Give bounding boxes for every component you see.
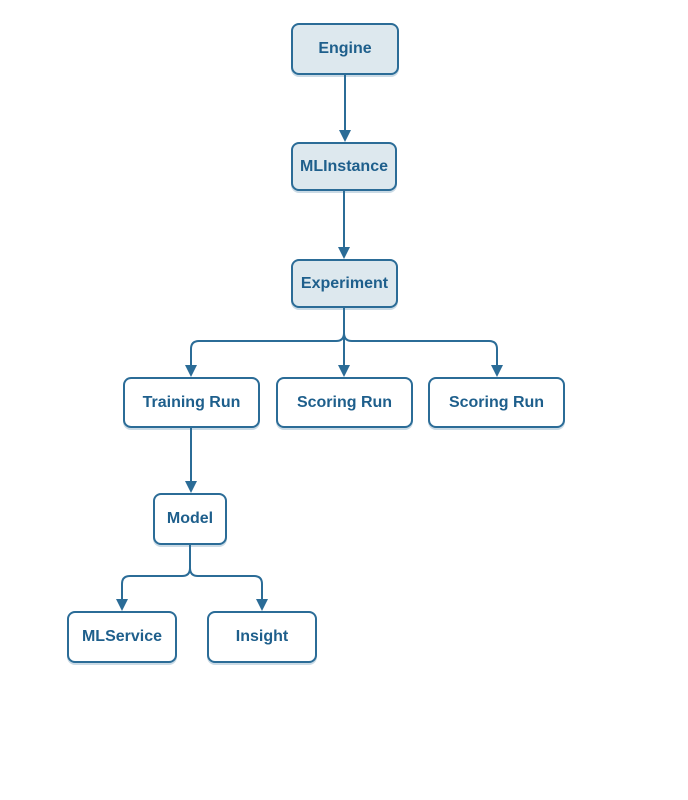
node-experiment: Experiment bbox=[291, 259, 398, 308]
node-mlinstance: MLInstance bbox=[291, 142, 397, 191]
node-insight: Insight bbox=[207, 611, 317, 663]
edge-experiment-scoring-run-right bbox=[343, 308, 503, 377]
node-scoring-run-right: Scoring Run bbox=[428, 377, 565, 428]
node-model-label: Model bbox=[166, 510, 214, 527]
node-scoring-run-middle: Scoring Run bbox=[276, 377, 413, 428]
node-engine: Engine bbox=[291, 23, 399, 75]
edge-model-mlservice bbox=[116, 545, 191, 611]
edge-experiment-training-run bbox=[185, 308, 345, 377]
node-insight-label: Insight bbox=[235, 628, 289, 645]
node-model: Model bbox=[153, 493, 227, 545]
node-engine-label: Engine bbox=[318, 40, 372, 57]
node-scoring-run-middle-label: Scoring Run bbox=[296, 393, 393, 411]
node-mlservice: MLService bbox=[67, 611, 177, 663]
edge-model-insight bbox=[189, 545, 268, 611]
node-training-run-label: Training Run bbox=[142, 393, 241, 411]
node-mlinstance-label: MLInstance bbox=[299, 157, 388, 175]
node-mlservice-label: MLService bbox=[81, 628, 163, 645]
node-training-run: Training Run bbox=[123, 377, 260, 428]
node-experiment-label: Experiment bbox=[300, 274, 389, 292]
node-scoring-run-right-label: Scoring Run bbox=[448, 393, 545, 411]
